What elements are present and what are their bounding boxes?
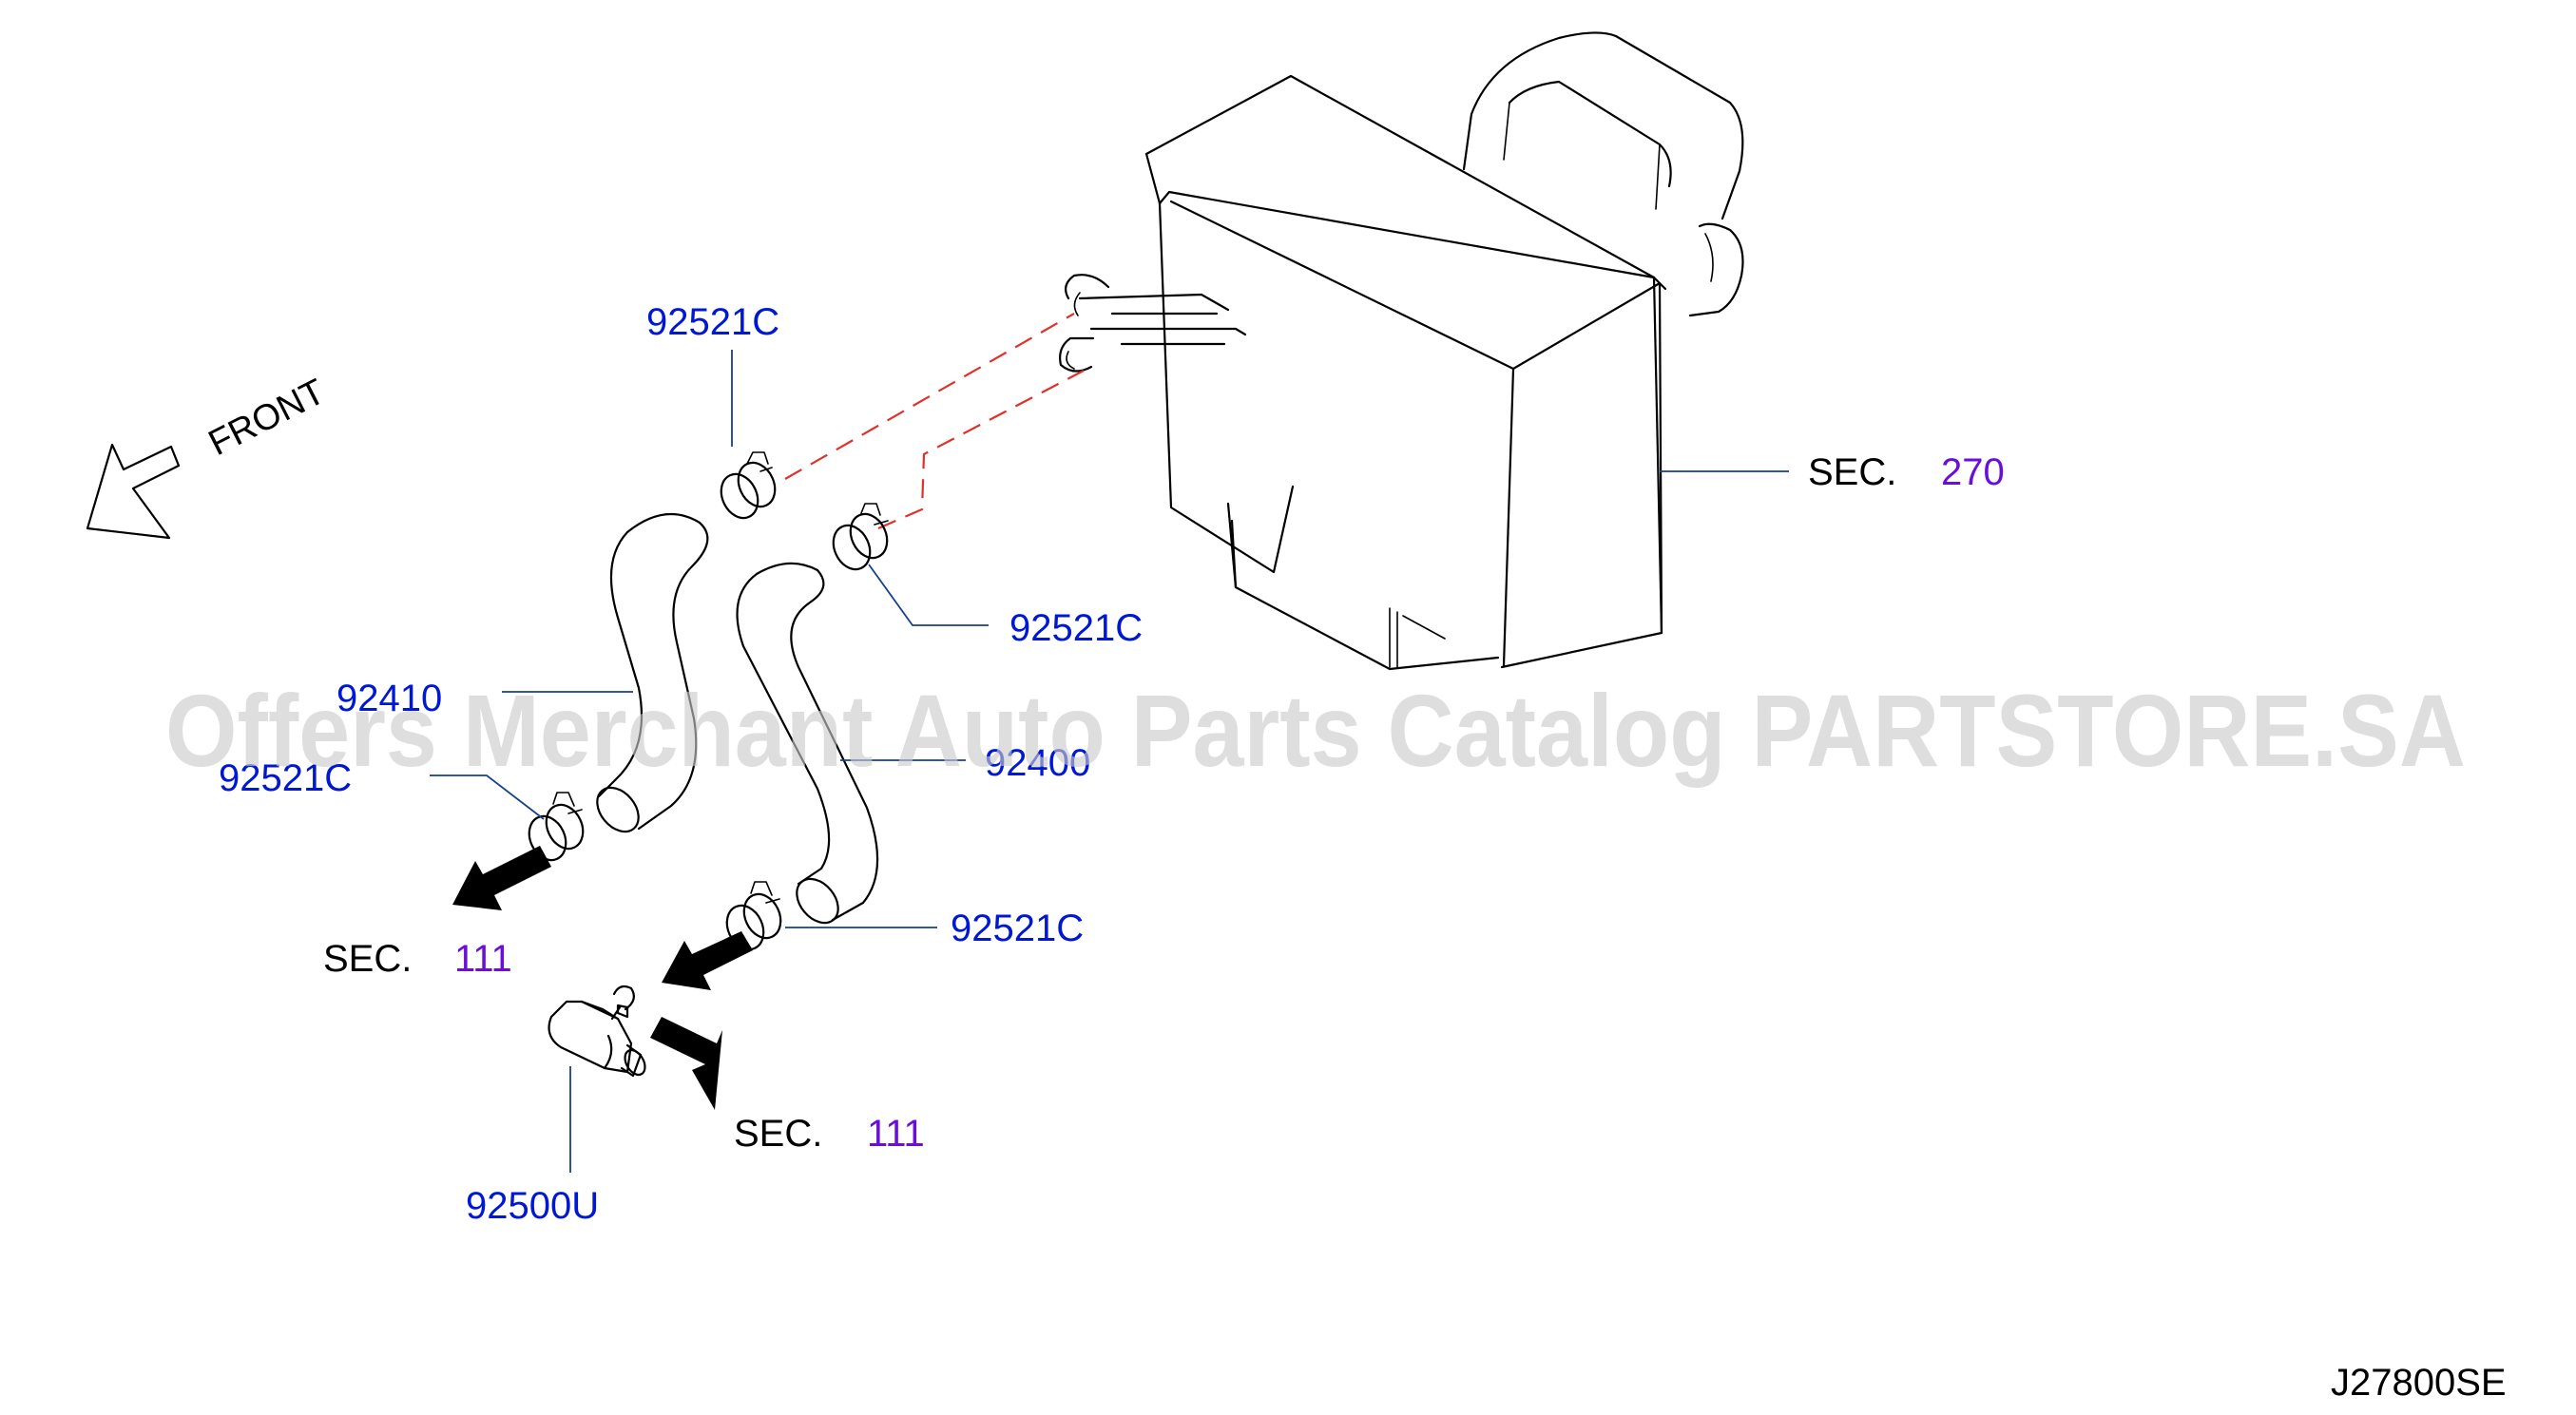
- heater-unit-drawing: [1059, 31, 1744, 671]
- section-ref-heater[interactable]: SEC. 270: [1808, 451, 2005, 493]
- clamp-bottom-drawing: [725, 881, 782, 951]
- part-number-valve[interactable]: 92500U: [466, 1185, 599, 1227]
- connection-line-upper: [784, 313, 1075, 480]
- flow-arrow-bottom: [650, 1017, 722, 1110]
- front-arrow-icon: [86, 443, 181, 540]
- part-number-hose-92410[interactable]: 92410: [336, 678, 442, 719]
- clamp-left-drawing: [528, 792, 585, 862]
- leader-clamp-left: [430, 774, 545, 820]
- sec-label: SEC.: [1808, 451, 1896, 493]
- part-number-clamp-top[interactable]: 92521C: [646, 301, 779, 343]
- hose-92410-drawing: [596, 512, 709, 833]
- part-number-clamp-mid[interactable]: 92521C: [1009, 607, 1143, 649]
- sec-number-111-bottom[interactable]: 111: [867, 1113, 925, 1155]
- connection-line-lower: [877, 370, 1085, 530]
- section-ref-bottom[interactable]: SEC. 111: [734, 1113, 925, 1155]
- section-ref-left[interactable]: SEC. 111: [323, 938, 512, 980]
- part-number-hose-92400[interactable]: 92400: [985, 742, 1090, 784]
- sec-label: SEC.: [734, 1113, 822, 1155]
- leader-clamp-mid: [868, 564, 989, 626]
- part-number-clamp-bottom[interactable]: 92521C: [951, 908, 1084, 949]
- clamp-top-drawing: [720, 451, 777, 520]
- hose-92400-drawing: [736, 562, 879, 925]
- clamp-mid-drawing: [832, 503, 889, 571]
- valve-92500u-drawing: [548, 985, 646, 1078]
- flow-arrow-left: [452, 846, 551, 910]
- sec-label: SEC.: [323, 938, 412, 980]
- diagram-code: J27800SE: [2331, 1362, 2507, 1404]
- watermark-text: Offers Merchant Auto Parts Catalog PARTS…: [165, 673, 2466, 788]
- sec-number-270[interactable]: 270: [1941, 451, 2005, 493]
- sec-number-111-left[interactable]: 111: [454, 938, 512, 980]
- front-label: FRONT: [202, 372, 332, 464]
- flow-arrow-middle: [662, 931, 753, 990]
- part-number-clamp-left[interactable]: 92521C: [219, 757, 352, 799]
